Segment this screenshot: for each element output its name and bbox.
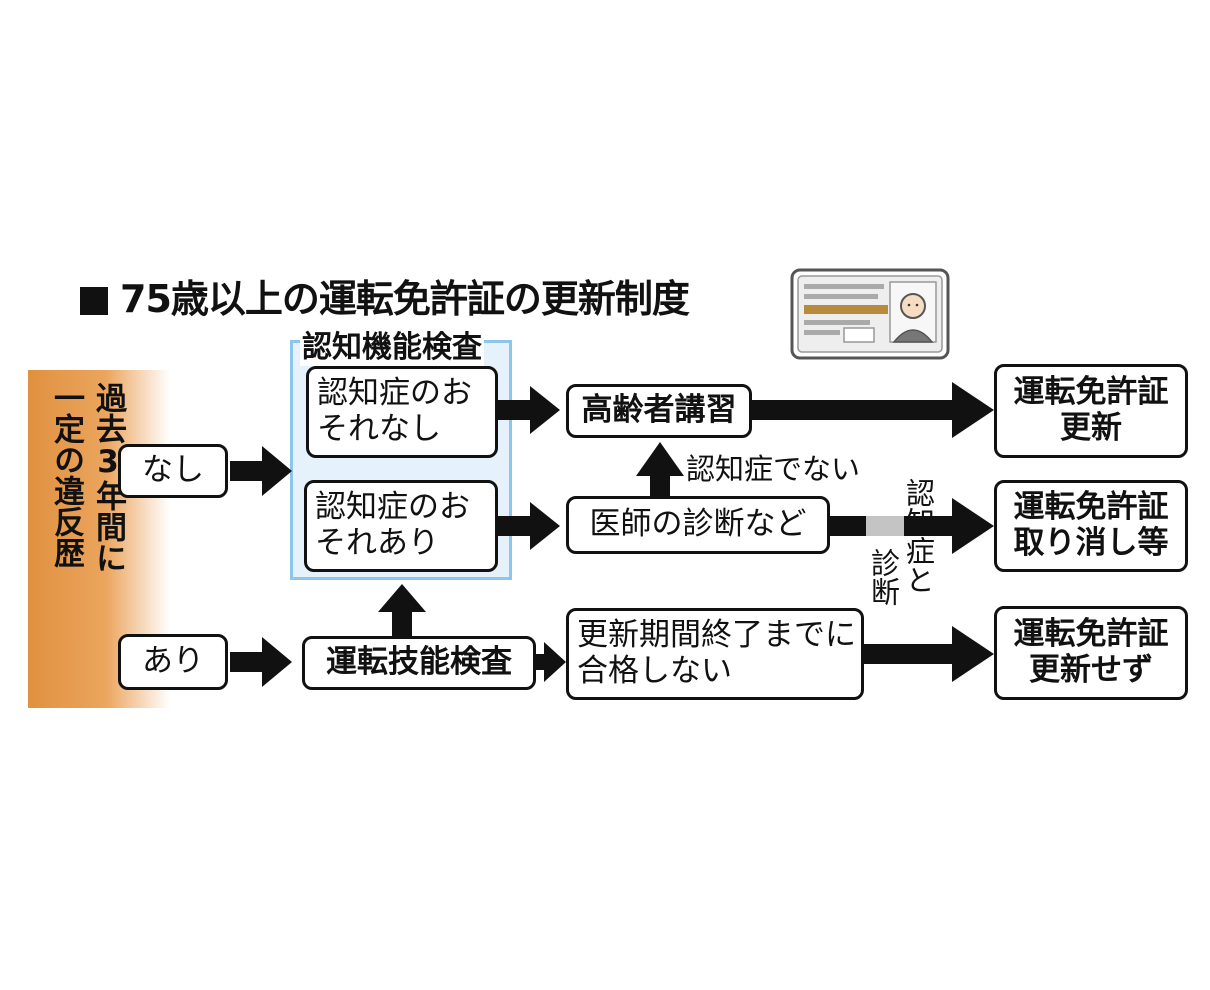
history-exists-box: あり xyxy=(118,634,228,690)
arrow-doctor-to-revoked-gray xyxy=(866,516,904,536)
arrow-exists-to-driving xyxy=(230,637,292,687)
arrow-not-passed-to-not-renewed xyxy=(864,626,994,682)
arrow-doctor-to-revoked xyxy=(830,516,866,536)
outcome-not-renewed-box: 運転免許証更新せず xyxy=(994,606,1188,700)
not-passed-box: 更新期間終了までに合格しない xyxy=(566,608,864,700)
arrow-doctor-to-course xyxy=(636,442,684,496)
doctor-diagnosis-box: 医師の診断など xyxy=(566,496,830,554)
no-dementia-risk-box: 認知症のおそれなし xyxy=(306,366,498,458)
arrow-doctor-to-revoked-head xyxy=(904,498,994,554)
title-square-icon xyxy=(80,287,108,315)
page-title: 75歳以上の運転免許証の更新制度 xyxy=(80,268,690,323)
arrow-driving-to-not-passed xyxy=(536,642,566,682)
violation-label-bottom: 一定の違反歴 xyxy=(48,382,84,568)
diagnosed-dementia-note-b: 診断 xyxy=(866,548,901,606)
outcome-renewed-box: 運転免許証更新 xyxy=(994,364,1188,458)
history-none-box: なし xyxy=(118,444,228,498)
arrow-no-risk-to-course xyxy=(498,386,560,434)
title-text: 75歳以上の運転免許証の更新制度 xyxy=(120,277,690,321)
elderly-course-box: 高齢者講習 xyxy=(566,384,752,438)
outcome-revoked-box: 運転免許証取り消し等 xyxy=(994,480,1188,572)
cognitive-test-label: 認知機能検査 xyxy=(300,322,484,366)
arrow-course-to-renewed xyxy=(752,382,994,438)
dementia-risk-box: 認知症のおそれあり xyxy=(304,480,498,572)
diagnosed-dementia-note-a: 認知症と xyxy=(901,478,936,594)
driving-skill-test-box: 運転技能検査 xyxy=(302,636,536,690)
arrow-risk-to-doctor xyxy=(498,502,560,550)
arrow-none-to-cognitive xyxy=(230,446,292,496)
license-card-icon xyxy=(790,268,950,360)
not-dementia-note: 認知症でない xyxy=(686,452,861,486)
arrow-driving-to-cognitive xyxy=(378,584,426,636)
